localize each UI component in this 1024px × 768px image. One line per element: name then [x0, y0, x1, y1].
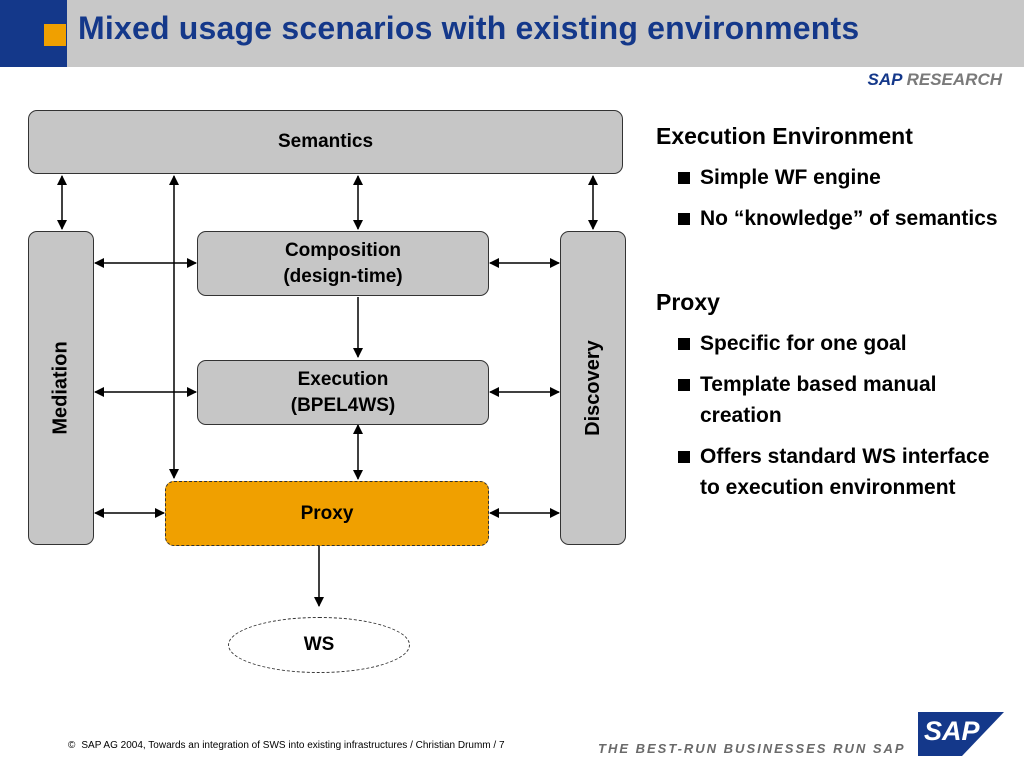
execution-box: Execution (BPEL4WS)	[197, 360, 489, 425]
bullet-text: Template based manual creation	[700, 373, 937, 427]
bullet-text: No “knowledge” of semantics	[700, 207, 998, 230]
notes-heading-execution-environment: Execution Environment	[656, 123, 913, 149]
bullet-item: Simple WF engine	[656, 162, 1006, 193]
proxy-label: Proxy	[300, 502, 354, 524]
sap-logo-registered: ®	[972, 745, 979, 755]
discovery-box: Discovery	[560, 231, 626, 545]
bullet-square-icon	[678, 379, 690, 391]
bullet-item: No “knowledge” of semantics	[656, 203, 1006, 234]
brand-sap: SAP	[867, 70, 902, 89]
sap-research-brand: SAP RESEARCH	[868, 70, 1002, 90]
execution-sublabel: (BPEL4WS)	[290, 394, 396, 416]
bullet-square-icon	[678, 338, 690, 350]
header-bar	[0, 0, 1024, 67]
ws-ellipse: WS	[228, 617, 410, 673]
bullet-text: Simple WF engine	[700, 166, 881, 189]
footer-text: SAP AG 2004, Towards an integration of S…	[81, 740, 505, 751]
bullet-item: Template based manual creation	[656, 369, 1006, 431]
execution-label: Execution	[297, 368, 389, 390]
bullet-item: Offers standard WS interface to executio…	[656, 441, 1006, 503]
sap-logo-text: SAP	[924, 716, 980, 746]
bullet-square-icon	[678, 451, 690, 463]
bullet-text: Offers standard WS interface to executio…	[700, 445, 990, 499]
slide-title: Mixed usage scenarios with existing envi…	[78, 10, 860, 46]
copyright-icon: ©	[68, 740, 76, 751]
composition-box: Composition (design-time)	[197, 231, 489, 296]
footer-copyright: © SAP AG 2004, Towards an integration of …	[68, 740, 505, 751]
ws-label: WS	[303, 634, 335, 655]
brand-research: RESEARCH	[906, 70, 1002, 89]
notes-panel: Execution Environment Simple WF engine N…	[656, 120, 1006, 503]
composition-label: Composition	[284, 239, 402, 261]
sap-logo-icon	[918, 712, 1004, 756]
composition-sublabel: (design-time)	[283, 265, 403, 287]
mediation-box: Mediation	[28, 231, 94, 545]
bullet-square-icon	[678, 213, 690, 225]
discovery-label: Discovery	[582, 340, 604, 436]
bullet-item: Specific for one goal	[656, 328, 1006, 359]
mediation-label: Mediation	[50, 341, 72, 435]
semantics-label: Semantics	[277, 131, 374, 152]
notes-heading-proxy: Proxy	[656, 289, 720, 315]
bullet-square-icon	[678, 172, 690, 184]
title-square-icon	[44, 24, 66, 46]
proxy-box: Proxy	[165, 481, 489, 546]
semantics-box: Semantics	[28, 110, 623, 174]
footer-slogan: THE BEST-RUN BUSINESSES RUN SAP	[598, 741, 906, 756]
bullet-text: Specific for one goal	[700, 332, 907, 355]
